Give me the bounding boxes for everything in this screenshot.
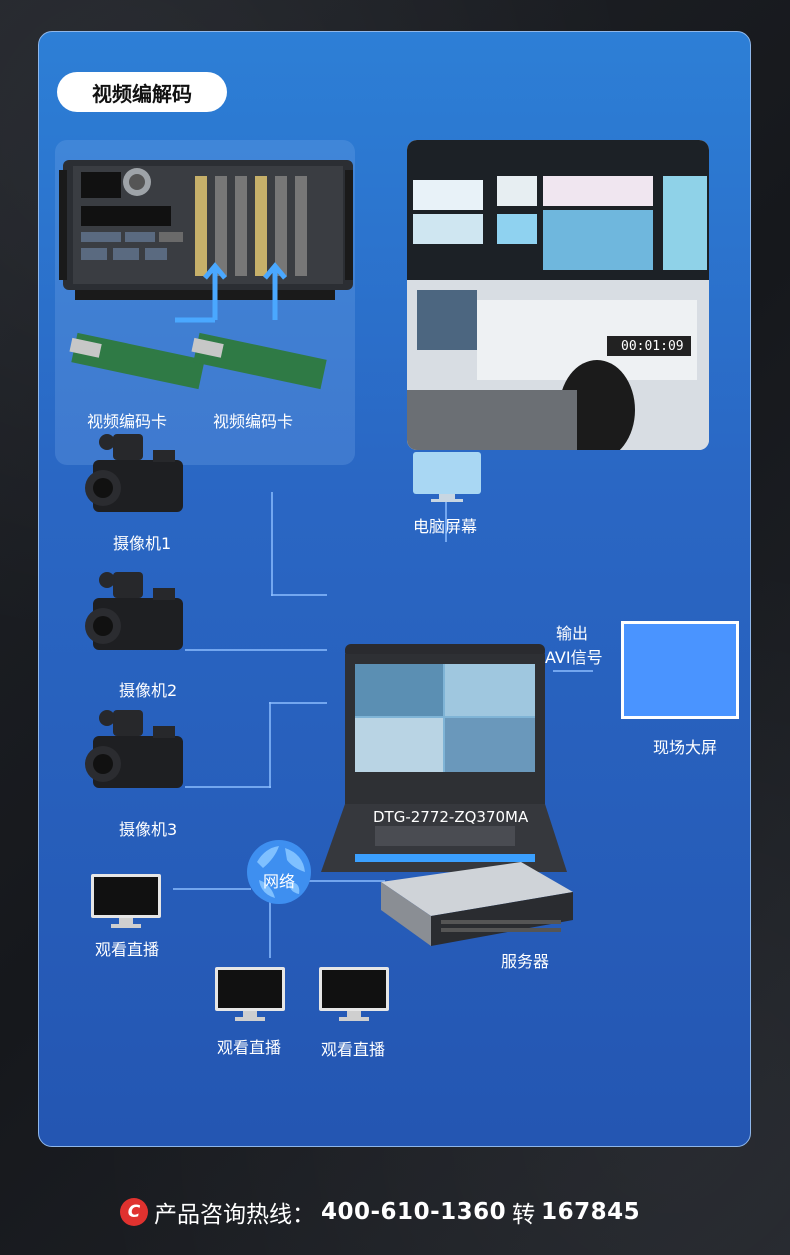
capture-card-icon [69, 332, 205, 390]
connector-line [271, 594, 327, 596]
server-icon [381, 862, 573, 946]
output-label-line1: 输出 [556, 624, 589, 643]
monitor-icon [91, 874, 161, 928]
camera-icon [85, 572, 183, 650]
watch3-label: 观看直播 [321, 1040, 386, 1059]
watch1-label: 观看直播 [95, 940, 160, 959]
card1-label: 视频编码卡 [87, 412, 168, 431]
connector-line [185, 649, 327, 651]
connector-line [269, 702, 327, 704]
cam3-label: 摄像机3 [119, 820, 178, 839]
live-big-screen [621, 621, 739, 719]
connector-line [269, 900, 271, 958]
capture-card-icon [191, 332, 327, 390]
output-label-line2: AVI信号 [545, 648, 603, 667]
card2-label: 视频编码卡 [213, 412, 294, 431]
bigscreen-label: 现场大屏 [653, 738, 718, 757]
hotline-label: 产品咨询热线： [154, 1202, 315, 1228]
timer-readout: 00:01:09 [621, 339, 684, 354]
diagram-panel: 视频编解码 [38, 31, 751, 1147]
network-label: 网络 [263, 872, 296, 891]
connector-line [271, 492, 273, 596]
connector-line [185, 786, 271, 788]
network-globe-icon [247, 840, 311, 904]
section-title: 视频编解码 [57, 72, 227, 112]
watch2-label: 观看直播 [217, 1038, 282, 1057]
industrial-pc-icon [59, 160, 353, 390]
monitor-icon [215, 967, 285, 1021]
camera-icon [85, 710, 183, 788]
server-label: 服务器 [501, 952, 550, 971]
cam2-label: 摄像机2 [119, 681, 178, 700]
extension-number: 167845 [541, 1199, 641, 1225]
monitor-icon [319, 967, 389, 1021]
camera-icon [85, 434, 183, 512]
hotline-number[interactable]: 400-610-1360 [321, 1199, 507, 1225]
portable-workstation-icon [321, 644, 567, 872]
cam1-label: 摄像机1 [113, 534, 172, 553]
encoder-card-area: 视频编码卡 视频编码卡 [55, 140, 355, 465]
extension-label: 转 [512, 1202, 536, 1228]
connector-line [445, 502, 447, 542]
control-room-photo: 00:01:09 [407, 140, 709, 450]
connector-line [553, 670, 593, 672]
device-model-label: DTG-2772-ZQ370MA [373, 808, 529, 826]
phone-icon: C [120, 1198, 148, 1226]
connector-line [269, 702, 271, 788]
connector-line [173, 888, 251, 890]
monitor-icon [413, 452, 481, 502]
connector-line [303, 880, 385, 882]
